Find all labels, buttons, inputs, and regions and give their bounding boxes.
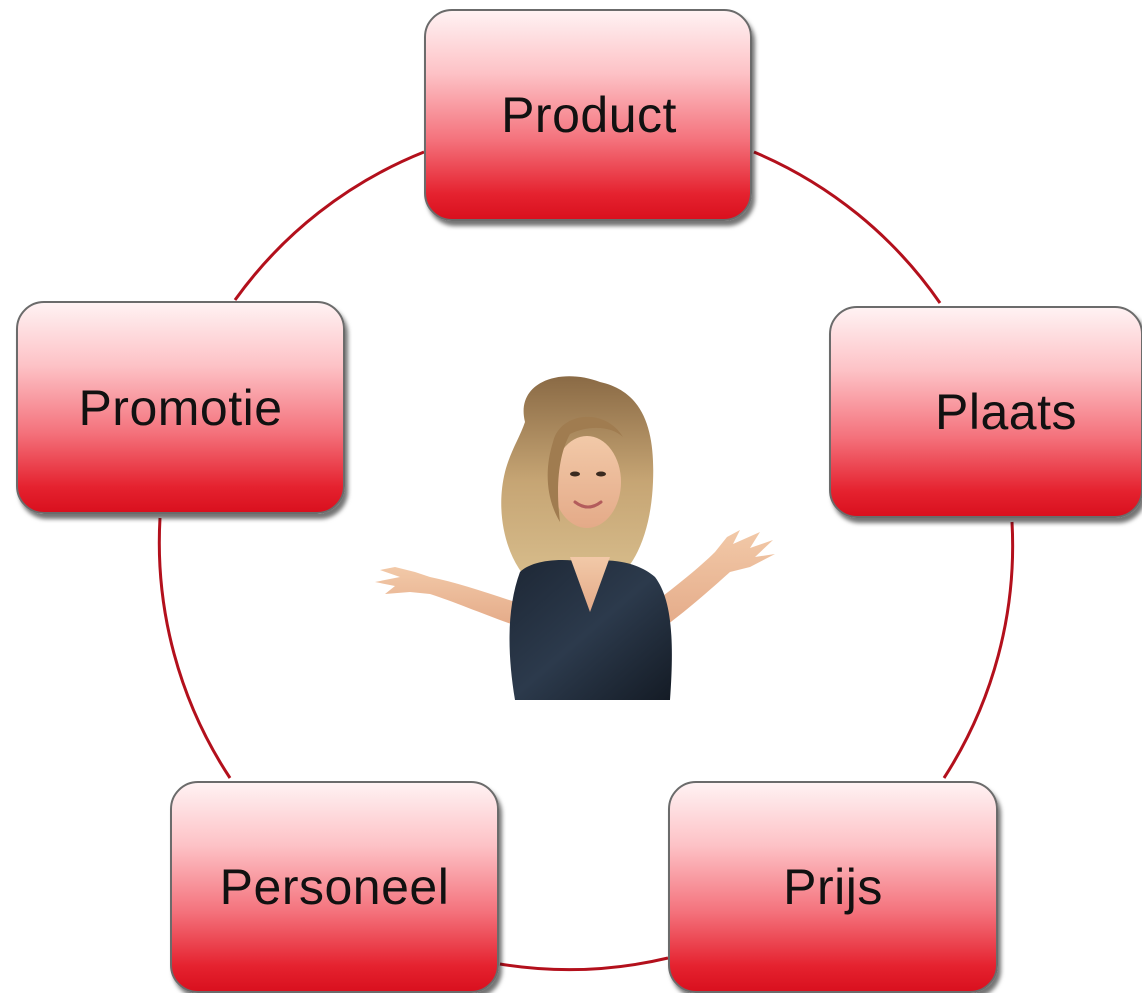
- connector-promotie-product: [233, 150, 425, 301]
- connector-plaats-prijs: [942, 521, 1015, 779]
- eye-right: [596, 471, 606, 477]
- connector-product-plaats: [753, 150, 942, 304]
- center-person-image: [375, 376, 775, 700]
- node-plaats-label: Plaats: [935, 384, 1077, 440]
- node-prijs-label: Prijs: [783, 859, 883, 915]
- hair-front-shape: [547, 416, 623, 522]
- connector-personeel-promotie: [157, 517, 232, 779]
- node-plaats: Plaats: [829, 306, 1142, 518]
- right-arm-shape: [655, 530, 775, 630]
- connector-prijs-personeel: [499, 956, 669, 972]
- node-promotie-label: Promotie: [78, 379, 283, 436]
- node-prijs: Prijs: [668, 781, 998, 993]
- neckline-shape: [570, 557, 610, 612]
- left-arm-shape: [375, 567, 520, 627]
- node-promotie: Promotie: [16, 301, 345, 514]
- node-product: Product: [424, 9, 752, 221]
- eye-left: [570, 471, 580, 477]
- mouth-shape: [573, 500, 603, 509]
- top-shape: [509, 560, 672, 700]
- face-shape: [553, 436, 621, 528]
- node-product-label: Product: [501, 87, 677, 143]
- node-personeel-label: Personeel: [219, 859, 450, 915]
- node-personeel: Personeel: [170, 781, 499, 993]
